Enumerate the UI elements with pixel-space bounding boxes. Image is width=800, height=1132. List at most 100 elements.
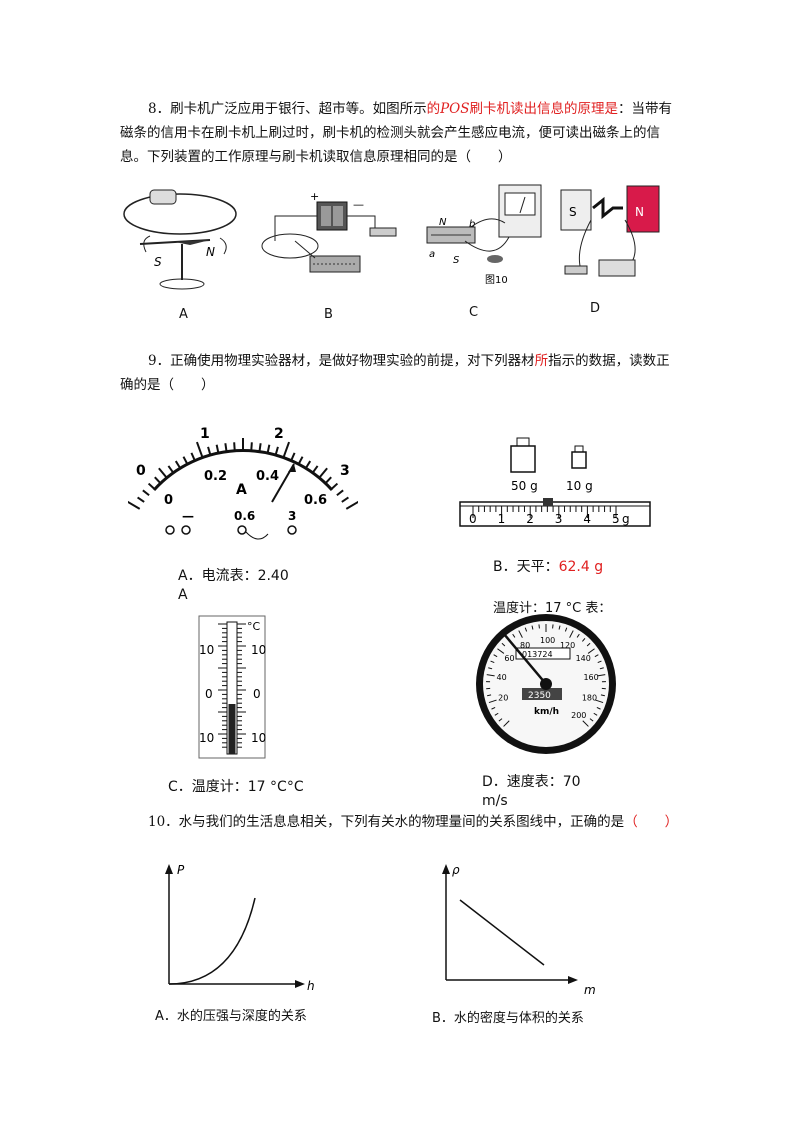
balance-scale-label: 2 (526, 512, 534, 526)
speedometer-label: 120 (560, 641, 575, 650)
balance-scale-label: 3 (555, 512, 563, 526)
speedometer-tick (581, 638, 586, 642)
q9-option-d[interactable]: D．速度表：70 m/s (482, 773, 581, 811)
ammeter-tick (250, 442, 253, 451)
ammeter-tick (305, 460, 312, 469)
ammeter-tick (266, 444, 271, 453)
thermometer-unit: °C (247, 620, 261, 633)
speedometer-tick (593, 712, 598, 716)
speedometer-tick (486, 674, 495, 677)
thermometer-liquid (228, 704, 236, 754)
ammeter-tick (274, 446, 279, 455)
ammeter-tick (282, 441, 291, 458)
ammeter-unit: A (236, 482, 247, 498)
ammeter-bottom-0: 0 (164, 493, 173, 508)
q9-option-a[interactable]: A．电流表：2.40 A (178, 567, 289, 605)
speedometer-label: 80 (520, 641, 530, 650)
ammeter-tick (207, 446, 212, 455)
speedometer-tick (494, 712, 499, 716)
speedometer-tick (599, 667, 604, 670)
balance-scale-label: 5 (612, 512, 620, 526)
q8-line2: 磁条的信用卡在刷卡机上刷过时，刷卡机的检测头就会产生感应电流，便可读出磁条上的信 (120, 125, 660, 141)
speedometer-unit: km/h (534, 707, 559, 717)
q10-caption-a[interactable]: A．水的压强与深度的关系 (155, 1009, 307, 1024)
speedometer-tick (564, 627, 568, 632)
speedometer-tick (493, 654, 498, 658)
ammeter-tick (147, 482, 156, 490)
speedometer-label: 60 (504, 654, 514, 663)
q8-option-d[interactable]: D (590, 301, 601, 316)
therm-right-neg10: 10 (251, 731, 266, 745)
therm-left-0: 0 (205, 687, 213, 701)
graph-b-ylabel: ρ (452, 863, 460, 877)
q8-option-a[interactable]: A (179, 307, 188, 322)
q9-line2: 确的是（ ） (120, 377, 215, 393)
q10-graph-b: ρ m (442, 863, 596, 996)
speedometer-tick (587, 648, 595, 654)
ammeter-top-1: 1 (200, 426, 210, 442)
speedometer-tick (582, 720, 589, 727)
graph-a-curve (168, 897, 256, 985)
graph-b-line (459, 899, 545, 966)
q8-line1-d: ：当带有 (618, 101, 672, 117)
speedometer-tick (531, 625, 534, 630)
svg-text:+: + (310, 190, 319, 203)
balance-rider[interactable] (543, 498, 553, 506)
odometer: 013724 (522, 650, 553, 659)
svg-text:S: S (453, 255, 460, 266)
speedometer-tick (524, 627, 528, 632)
q8-figure-c: N S a b 图10 (426, 184, 542, 286)
speedometer-tick (488, 699, 497, 704)
speedometer-tick (594, 654, 599, 658)
ammeter-figure: 0 1 2 3 0 0.2 0.4 0.6 A — 0.6 3 (128, 426, 358, 540)
ammeter-tick (345, 500, 358, 510)
speedometer-label: 20 (498, 694, 508, 703)
speedometer-label: 160 (583, 673, 598, 682)
ammeter-tick (224, 443, 228, 452)
speedometer-tick (597, 660, 602, 664)
ammeter-terminal-06: 0.6 (234, 509, 255, 523)
ammeter-tick (167, 465, 174, 474)
ammeter-tick (324, 476, 332, 484)
svg-text:N: N (635, 205, 644, 219)
speedometer-tick (569, 630, 574, 638)
graph-b-xlabel: m (584, 983, 596, 996)
q9-line1-a: 9．正确使用物理实验器材，是做好物理实验的前提，对下列器材 (148, 353, 535, 369)
q8-option-c[interactable]: C (469, 305, 479, 320)
ammeter-top-2: 2 (274, 426, 284, 442)
q9-option-b[interactable]: B．天平：62.4 g (493, 556, 603, 576)
q9-line1-b: 所 (534, 353, 549, 369)
speedometer-label: 180 (582, 694, 597, 703)
speedometer-tick (596, 706, 601, 710)
ammeter-tick (312, 465, 319, 474)
q9-option-d-text: D．速度表：70 (482, 774, 581, 790)
ammeter-tick (318, 467, 328, 479)
ammeter-top-0: 0 (136, 463, 146, 479)
q9-overlap-text: 温度计：17 °C 表： (493, 601, 612, 616)
q8-line3: 息。下列装置的工作原理与刷卡机读取信息原理相同的是（ ） (120, 149, 512, 165)
svg-text:S: S (569, 205, 577, 219)
ammeter-terminal-3: 3 (288, 509, 296, 523)
ammeter-tick (128, 500, 141, 510)
ammeter-bottom-3: 0.6 (304, 493, 327, 508)
speedometer-tick (576, 633, 580, 638)
q9-option-c[interactable]: C．温度计：17 °C°C (168, 779, 304, 795)
q8-text: 8．刷卡机广泛应用于银行、超市等。如图所示的POS刷卡机读出信息的原理是：当带有… (120, 97, 690, 169)
q8-option-b[interactable]: B (324, 307, 333, 322)
speedometer-tick (600, 694, 605, 697)
weight-50g: 50 g (511, 479, 538, 493)
q8-line1-a: 8．刷卡机广泛应用于银行、超市等。如图所示 (148, 101, 427, 117)
ammeter-tick (215, 444, 220, 453)
ammeter-tick (341, 496, 349, 503)
speedometer-needle (503, 633, 547, 685)
ammeter-tick (154, 476, 162, 484)
q8-line1-c: 刷卡机读出信息的原理是 (469, 101, 619, 117)
q8-pos: POS (440, 101, 470, 117)
speedometer-tick (491, 706, 496, 710)
q8-figure-b: + — (261, 190, 397, 273)
q9-option-a-text: A．电流表：2.40 (178, 568, 289, 584)
svg-text:N: N (439, 217, 447, 228)
q10-caption-b[interactable]: B．水的密度与体积的关系 (432, 1011, 584, 1026)
